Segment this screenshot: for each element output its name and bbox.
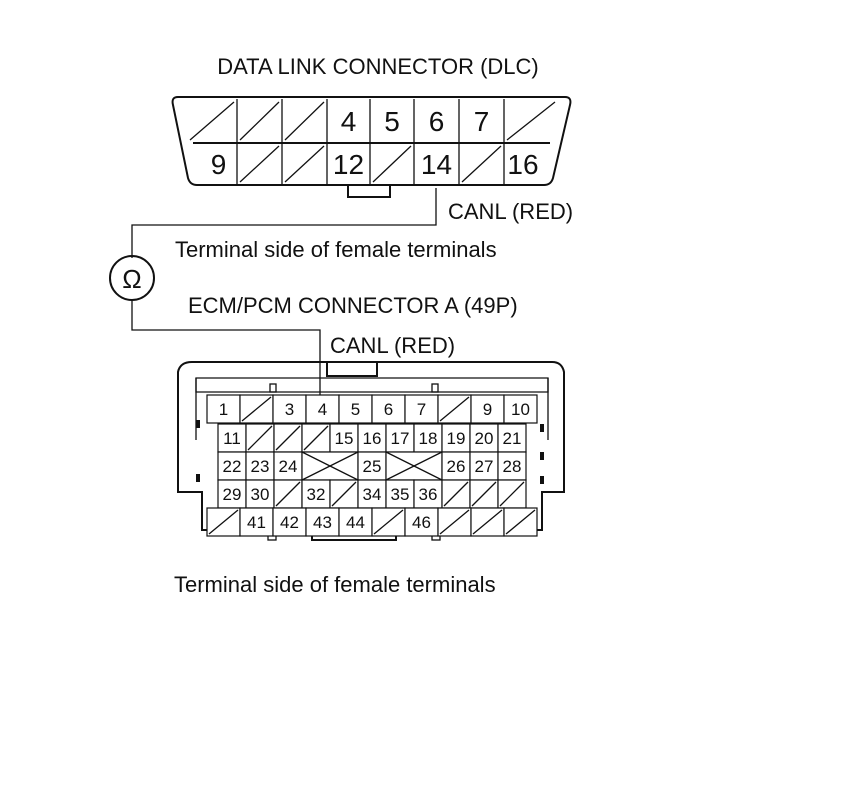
ecm-terminal-24: 24	[279, 457, 298, 476]
ecm-terminal-16: 16	[363, 429, 382, 448]
ecm-empty-slash	[505, 509, 536, 535]
ecm-terminal-18: 18	[419, 429, 438, 448]
ecm-terminal-28: 28	[503, 457, 522, 476]
dlc-terminal-12: 12	[333, 149, 364, 180]
dlc-side-label: Terminal side of female terminals	[175, 237, 497, 262]
dlc-probe-wire	[131, 188, 437, 258]
ecm-empty-slash	[208, 509, 239, 535]
ecm-terminal-41: 41	[247, 513, 266, 532]
ecm-terminal-11: 11	[223, 429, 241, 448]
ecm-cavity	[470, 394, 505, 424]
ecm-terminal-20: 20	[475, 429, 494, 448]
ecm-terminal-17: 17	[391, 429, 410, 448]
dlc-empty-slash	[461, 145, 502, 183]
ecm-terminal-25: 25	[363, 457, 382, 476]
ecm-cavity	[371, 394, 406, 424]
dlc-empty-slash	[284, 101, 325, 141]
ecm-terminal-10: 10	[511, 400, 530, 419]
ecm-terminal-21: 21	[503, 429, 522, 448]
ecm-terminal-5: 5	[351, 400, 360, 419]
dlc-empty-slash	[506, 101, 556, 141]
ecm-empty-slash	[373, 509, 404, 535]
ecm-terminal-44: 44	[346, 513, 365, 532]
ecm-empty-slash	[247, 425, 273, 451]
ecm-empty-slash	[439, 509, 470, 535]
ecm-cavity	[206, 394, 241, 424]
dlc-empty-slash	[189, 101, 235, 141]
ecm-empty-slash	[331, 481, 357, 507]
ecm-terminal-1: 1	[219, 400, 228, 419]
ecm-cavity	[385, 423, 415, 453]
dlc-empty-slash	[284, 145, 325, 183]
dlc-terminal-5: 5	[384, 106, 400, 137]
ecm-terminal-7: 7	[417, 400, 426, 419]
ecm-empty-slash	[499, 481, 525, 507]
ecm-empty-slash	[443, 481, 469, 507]
ecm-terminal-32: 32	[307, 485, 326, 504]
ecm-empty-slash	[275, 481, 301, 507]
ecm-cavity	[357, 479, 387, 509]
dlc-terminal-16: 16	[507, 149, 538, 180]
ecm-blank-cross	[301, 451, 359, 481]
ecm-cavity	[245, 451, 275, 481]
ecm-terminal-4: 4	[318, 400, 327, 419]
ecm-terminal-3: 3	[285, 400, 294, 419]
ecm-empty-slash	[241, 396, 272, 422]
dlc-terminal-9: 9	[211, 149, 227, 180]
ecm-cavity	[338, 507, 373, 537]
ecm-terminal-9: 9	[483, 400, 492, 419]
ecm-terminal-29: 29	[223, 485, 242, 504]
dlc-empty-slash	[239, 145, 280, 183]
dlc-probe-label: CANL (RED)	[448, 199, 573, 224]
ecm-blank-cross	[385, 451, 443, 481]
dlc-empty-slash	[372, 145, 412, 183]
ecm-empty-slash	[275, 425, 301, 451]
ecm-cavity	[503, 394, 538, 424]
ecm-cavity	[305, 394, 340, 424]
ecm-terminal-42: 42	[280, 513, 299, 532]
ecm-terminal-22: 22	[223, 457, 242, 476]
ecm-cavity	[404, 507, 439, 537]
dlc-lock-tab	[347, 184, 391, 198]
ecm-cavity	[357, 451, 387, 481]
ecm-probe-label: CANL (RED)	[330, 333, 455, 358]
dlc-empty-slash	[239, 101, 280, 141]
ecm-terminal-35: 35	[391, 485, 410, 504]
ecm-empty-slash	[471, 481, 497, 507]
ecm-terminal-15: 15	[335, 429, 354, 448]
ecm-terminal-27: 27	[475, 457, 494, 476]
dlc-terminal-4: 4	[341, 106, 357, 137]
ecm-terminal-34: 34	[363, 485, 382, 504]
dlc-terminal-7: 7	[474, 106, 490, 137]
ecm-terminal-30: 30	[251, 485, 270, 504]
dlc-title: DATA LINK CONNECTOR (DLC)	[217, 54, 538, 79]
dlc-terminal-14: 14	[421, 149, 452, 180]
ecm-cavity	[404, 394, 439, 424]
ohm-symbol: Ω	[122, 264, 141, 294]
ecm-terminal-43: 43	[313, 513, 332, 532]
ecm-cavity	[273, 451, 303, 481]
ecm-side-label: Terminal side of female terminals	[174, 572, 496, 597]
ecm-empty-slash	[303, 425, 329, 451]
ecm-terminal-46: 46	[412, 513, 431, 532]
ecm-terminal-26: 26	[447, 457, 466, 476]
ecm-empty-slash	[439, 396, 470, 422]
ecm-terminal-23: 23	[251, 457, 270, 476]
ecm-cavity	[497, 423, 527, 453]
ecm-terminal-36: 36	[419, 485, 438, 504]
ecm-empty-slash	[472, 509, 503, 535]
ohmmeter-icon: Ω	[109, 255, 155, 301]
dlc-terminal-6: 6	[429, 106, 445, 137]
dlc-empty-cavities	[189, 101, 556, 183]
dlc-cell-dividers	[236, 99, 505, 185]
ecm-title: ECM/PCM CONNECTOR A (49P)	[188, 293, 518, 318]
dlc-bottom-row: 9 12 14 16	[211, 149, 539, 180]
ecm-terminal-19: 19	[447, 429, 466, 448]
ecm-terminal-6: 6	[384, 400, 393, 419]
